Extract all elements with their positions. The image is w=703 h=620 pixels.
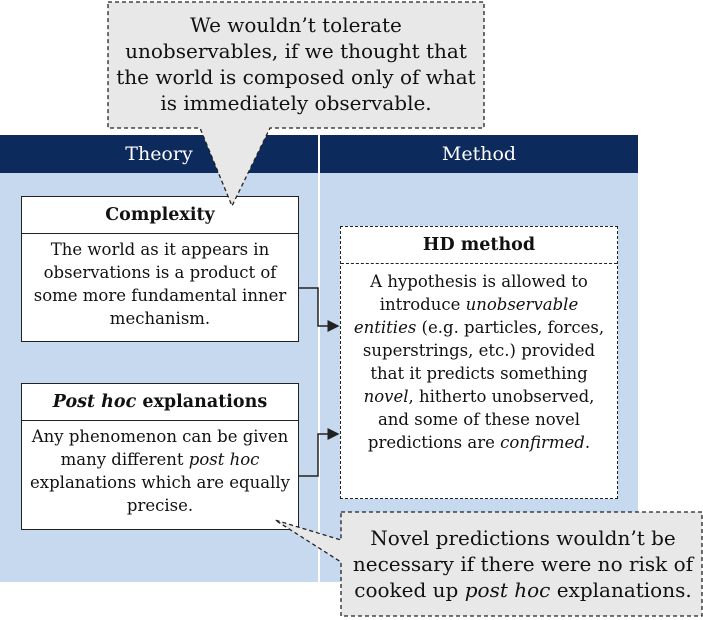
- bottom-callout-text: Novel predictions wouldn’t be necessary …: [348, 525, 698, 611]
- hd-body-em-3: confirmed: [500, 433, 585, 452]
- post-hoc-body: Any phenomenon can be given many differe…: [22, 421, 298, 517]
- hd-body-text-1: A hypothesis is allowed to introduce: [370, 272, 588, 314]
- hd-body-text-3: , hitherto unobserved, and some of these…: [367, 387, 595, 452]
- complexity-body: The world as it appears in observations …: [33, 240, 287, 328]
- hd-body-em-2: novel: [363, 387, 409, 406]
- post-hoc-box: Post hoc explanations Any phenomenon can…: [21, 383, 299, 530]
- post-hoc-title-em: Post hoc: [52, 392, 137, 412]
- post-hoc-title: Post hoc explanations: [22, 384, 298, 421]
- connector-posthoc-to-hd: [299, 428, 340, 477]
- hd-method-body: A hypothesis is allowed to introduce uno…: [341, 264, 617, 454]
- complexity-title: Complexity: [22, 197, 298, 234]
- bottom-callout-shape: [274, 511, 703, 617]
- bottom-callout-em: post hoc: [464, 578, 551, 602]
- post-hoc-body-em: post hoc: [188, 450, 260, 469]
- hd-method-box: HD method A hypothesis is allowed to int…: [340, 226, 618, 499]
- method-column-header: Method: [320, 135, 638, 173]
- complexity-box: Complexity The world as it appears in ob…: [21, 196, 299, 342]
- hd-method-title: HD method: [341, 227, 617, 264]
- connector-complexity-to-hd: [299, 287, 340, 332]
- hd-body-em-1: unobservable entities: [353, 295, 579, 337]
- bottom-callout-text-1: Novel predictions wouldn’t be necessary …: [352, 526, 694, 602]
- hd-body-text-4: .: [584, 433, 591, 452]
- top-callout-text: We wouldn’t tolerate unobservables, if w…: [116, 13, 476, 115]
- post-hoc-title-rest: explanations: [136, 392, 268, 412]
- theory-column-header: Theory: [0, 135, 318, 173]
- bottom-callout-text-2: explanations.: [550, 578, 692, 602]
- post-hoc-body-part2: explanations which are equally precise.: [30, 473, 290, 515]
- hd-body-text-2: (e.g. particles, forces, superstrings, e…: [362, 318, 605, 383]
- post-hoc-body-part1: Any phenomenon can be given many differe…: [31, 427, 289, 469]
- top-callout-shape: [107, 1, 485, 208]
